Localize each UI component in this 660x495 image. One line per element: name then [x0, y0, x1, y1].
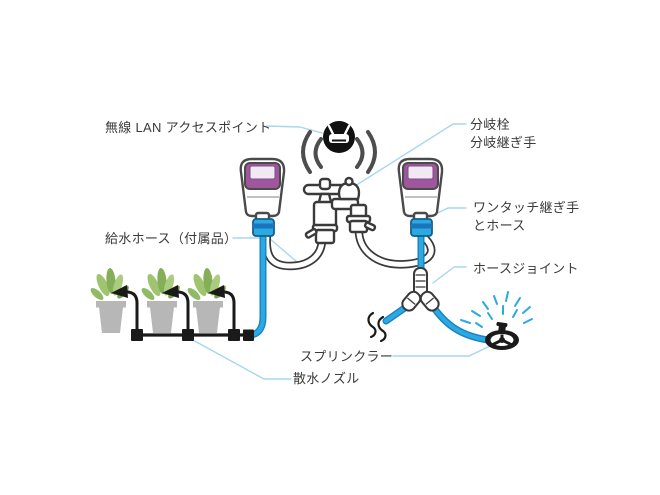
branch-faucet: [302, 176, 377, 245]
feed-hose-left: [246, 227, 267, 339]
wifi-waves-icon: [301, 130, 377, 174]
one-touch-connector-right: [410, 218, 433, 237]
hose-continuation-mark: [367, 311, 387, 343]
drip-nozzle-head: [111, 285, 128, 298]
label-nozzle: 散水ノズル: [293, 371, 360, 386]
feed-hose-right: [382, 227, 492, 344]
leader-wireless-lan: [266, 125, 323, 134]
leader-nozzle: [190, 338, 292, 380]
leader-branch-faucet: [354, 123, 467, 187]
supply-hose-left: [262, 230, 327, 271]
water-timer-right: [397, 157, 444, 237]
potted-plants: [90, 268, 240, 341]
label-one-touch-line1: ワンタッチ継ぎ手: [473, 200, 580, 215]
potted-plant-3: [187, 268, 240, 341]
hose-y-joint: [401, 267, 440, 312]
leader-hose-joint: [432, 266, 467, 284]
pot-body: [99, 307, 123, 333]
label-sprinkler: スプリンクラー: [300, 349, 394, 364]
spray-droplets: [460, 291, 533, 328]
label-supply-hose: 給水ホース（付属品）: [105, 231, 238, 246]
timer-screen: [407, 165, 434, 180]
leader-lines: [190, 123, 491, 380]
potted-plant-2: [141, 268, 194, 341]
water-timer-left: [239, 157, 286, 237]
drip-nozzle-stake: [126, 290, 139, 334]
wifi-access-point-icon: [323, 121, 355, 153]
pot-rim: [96, 301, 126, 308]
manifold-end-connector: [243, 329, 254, 341]
tee-connector: [131, 329, 143, 341]
sprinkler-icon: [485, 321, 519, 350]
leader-sprinkler: [392, 345, 491, 357]
label-wireless-lan: 無線 LAN アクセスポイント: [105, 120, 272, 135]
one-touch-connector-left: [252, 218, 275, 237]
supply-hose-right: [354, 222, 436, 269]
label-one-touch-line2: とホース: [473, 218, 526, 233]
label-branch-faucet-line2: 分岐継ぎ手: [470, 135, 537, 150]
label-hose-joint: ホースジョイント: [473, 261, 579, 276]
timer-screen: [249, 165, 276, 180]
faucet-left-coupler: [314, 228, 336, 245]
potted-plant-1: [90, 268, 143, 341]
label-branch-faucet-line1: 分岐栓: [470, 117, 510, 132]
